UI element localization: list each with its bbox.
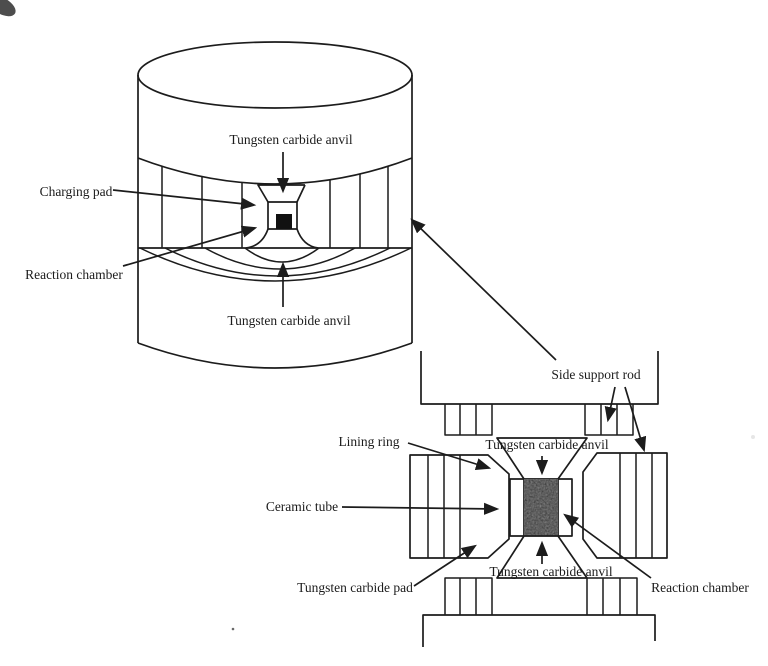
right-lining-rings <box>619 453 653 558</box>
label-anvil-top: Tungsten carbide anvil <box>229 132 352 147</box>
upper-disc-bottom-edge <box>137 157 413 185</box>
label-charging-pad: Charging pad <box>40 184 113 199</box>
upper-anvil-tip <box>257 184 306 203</box>
lower-platen <box>422 614 656 647</box>
upper-right-rod-stack <box>584 404 634 436</box>
ceramic-tube-left <box>509 478 525 537</box>
cylinder-top-face <box>137 41 413 109</box>
upper-left-rod-stack <box>444 404 493 436</box>
label-tungsten-carbide-pad: Tungsten carbide pad <box>297 580 413 595</box>
label-section-anvil-bottom: Tungsten carbide anvil <box>489 564 612 579</box>
left-lining-block <box>409 454 510 559</box>
ceramic-tube-arrow <box>341 502 500 515</box>
stray-dot <box>231 627 235 631</box>
cross-section-assembly <box>409 351 668 647</box>
side-support-rod-long-arrow <box>410 218 557 361</box>
side-support-rod-arrow-2 <box>624 386 647 453</box>
reaction-chamber-texture <box>524 479 558 536</box>
lining-ring-arrow <box>407 442 492 471</box>
label-anvil-bottom: Tungsten carbide anvil <box>227 313 350 328</box>
lower-anvil-tip-fillets <box>245 228 319 249</box>
upper-platen <box>420 351 659 405</box>
right-lining-block <box>582 452 668 559</box>
reaction-chamber-arrow <box>122 225 258 267</box>
label-section-anvil-top: Tungsten carbide anvil <box>485 437 608 452</box>
label-reaction-chamber: Reaction chamber <box>25 267 123 282</box>
cylinder-bottom-edge <box>137 342 413 369</box>
label-ceramic-tube: Ceramic tube <box>266 499 338 514</box>
cross-section-leader-arrows <box>341 386 652 587</box>
left-lining-rings <box>427 455 461 558</box>
label-section-reaction-chamber: Reaction chamber <box>651 580 749 595</box>
lower-right-rod-stack <box>586 577 638 615</box>
tungsten-carbide-pad-arrow <box>413 544 477 587</box>
reaction-chamber-sample <box>276 214 292 229</box>
ring-segment-lines <box>161 166 389 248</box>
label-side-support-rod: Side support rod <box>551 367 640 382</box>
cylinder-leader-arrows <box>112 152 557 361</box>
nested-ring-arcs <box>139 247 412 282</box>
ceramic-tube-right <box>557 478 573 537</box>
corner-smudge <box>0 0 16 17</box>
cross-section-labels: Side support rod Lining ring Tungsten ca… <box>266 367 750 595</box>
cylinder-assembly <box>137 41 413 369</box>
faint-speck <box>751 435 755 439</box>
side-support-rod-arrow-1 <box>604 386 617 423</box>
cylinder-labels: Tungsten carbide anvil Charging pad Reac… <box>25 132 353 328</box>
label-lining-ring: Lining ring <box>338 434 399 449</box>
section-reaction-chamber-arrow <box>563 513 652 579</box>
charging-pad-arrow <box>112 189 257 210</box>
lower-left-rod-stack <box>444 577 493 615</box>
scan-artifacts <box>0 0 755 631</box>
